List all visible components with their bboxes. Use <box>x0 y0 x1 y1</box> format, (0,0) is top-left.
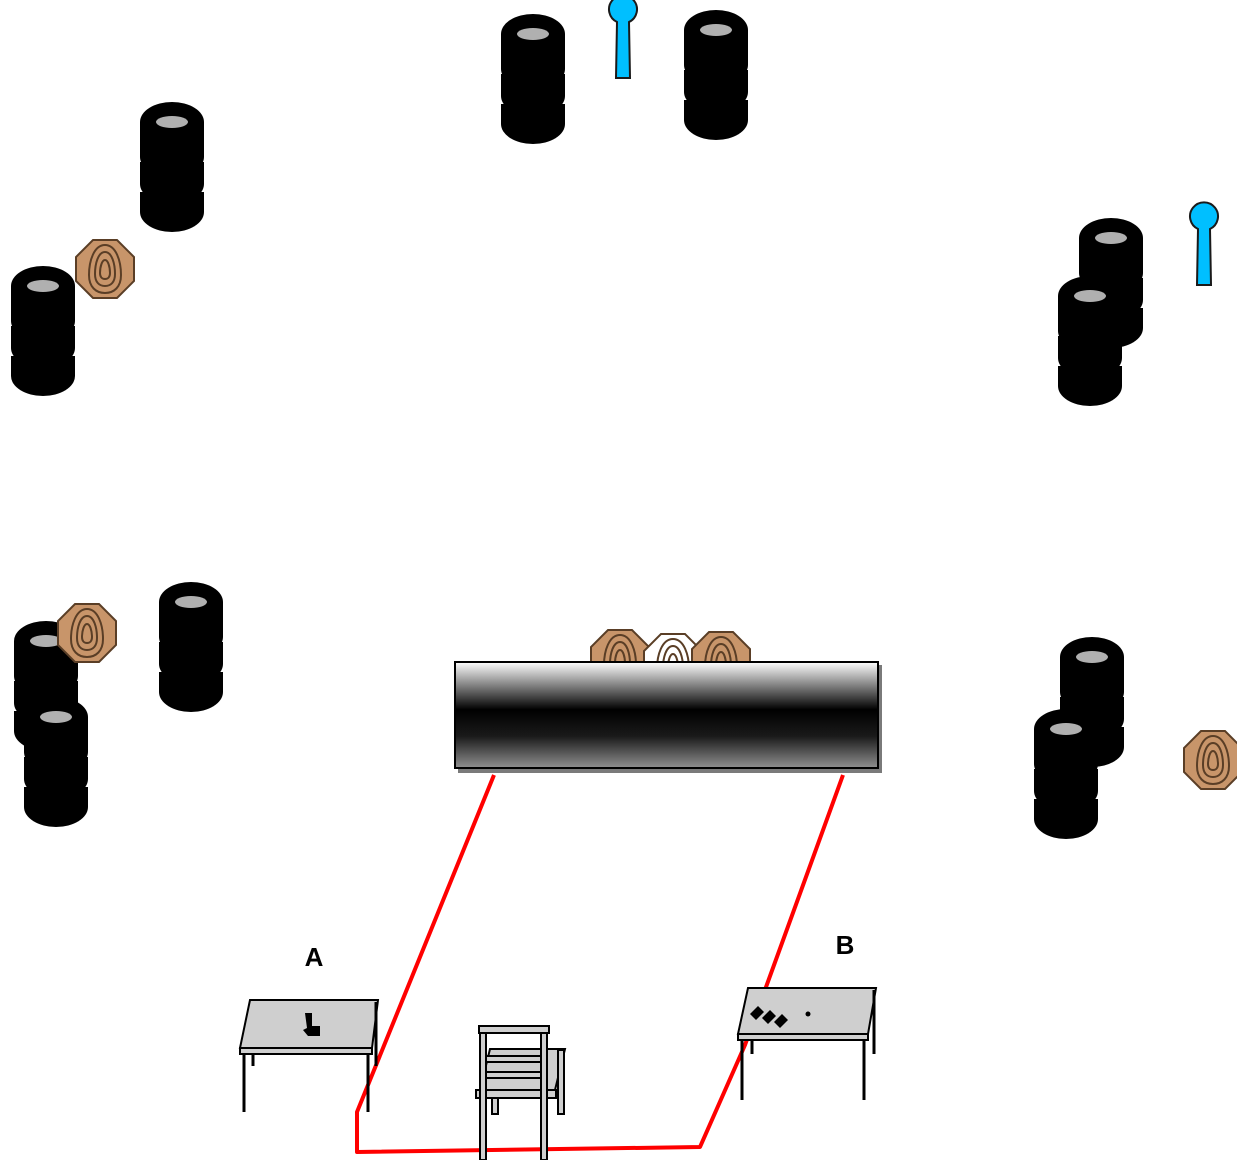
table-b <box>736 987 878 1100</box>
paper-target <box>1183 730 1237 790</box>
chair-icon <box>475 1025 567 1160</box>
table-a <box>238 999 380 1112</box>
tire-stack <box>140 102 204 232</box>
tire-stack <box>1034 709 1098 839</box>
tire-stack <box>684 10 748 140</box>
table-b-label: B <box>836 930 855 960</box>
table-a-label: A <box>305 942 324 972</box>
tire-stack <box>11 266 75 396</box>
magazines-icon <box>750 1006 811 1028</box>
tire-stack <box>24 697 88 827</box>
steel-popper <box>1189 201 1219 286</box>
pistol-icon <box>303 1013 320 1036</box>
tire-stack <box>1058 276 1122 406</box>
shooting-box-boundary <box>355 774 845 1154</box>
barricade-wall <box>454 661 879 769</box>
tire-stack <box>501 14 565 144</box>
paper-target <box>57 603 117 663</box>
tire-stack <box>159 582 223 712</box>
steel-popper <box>608 0 638 80</box>
paper-target <box>75 239 135 299</box>
